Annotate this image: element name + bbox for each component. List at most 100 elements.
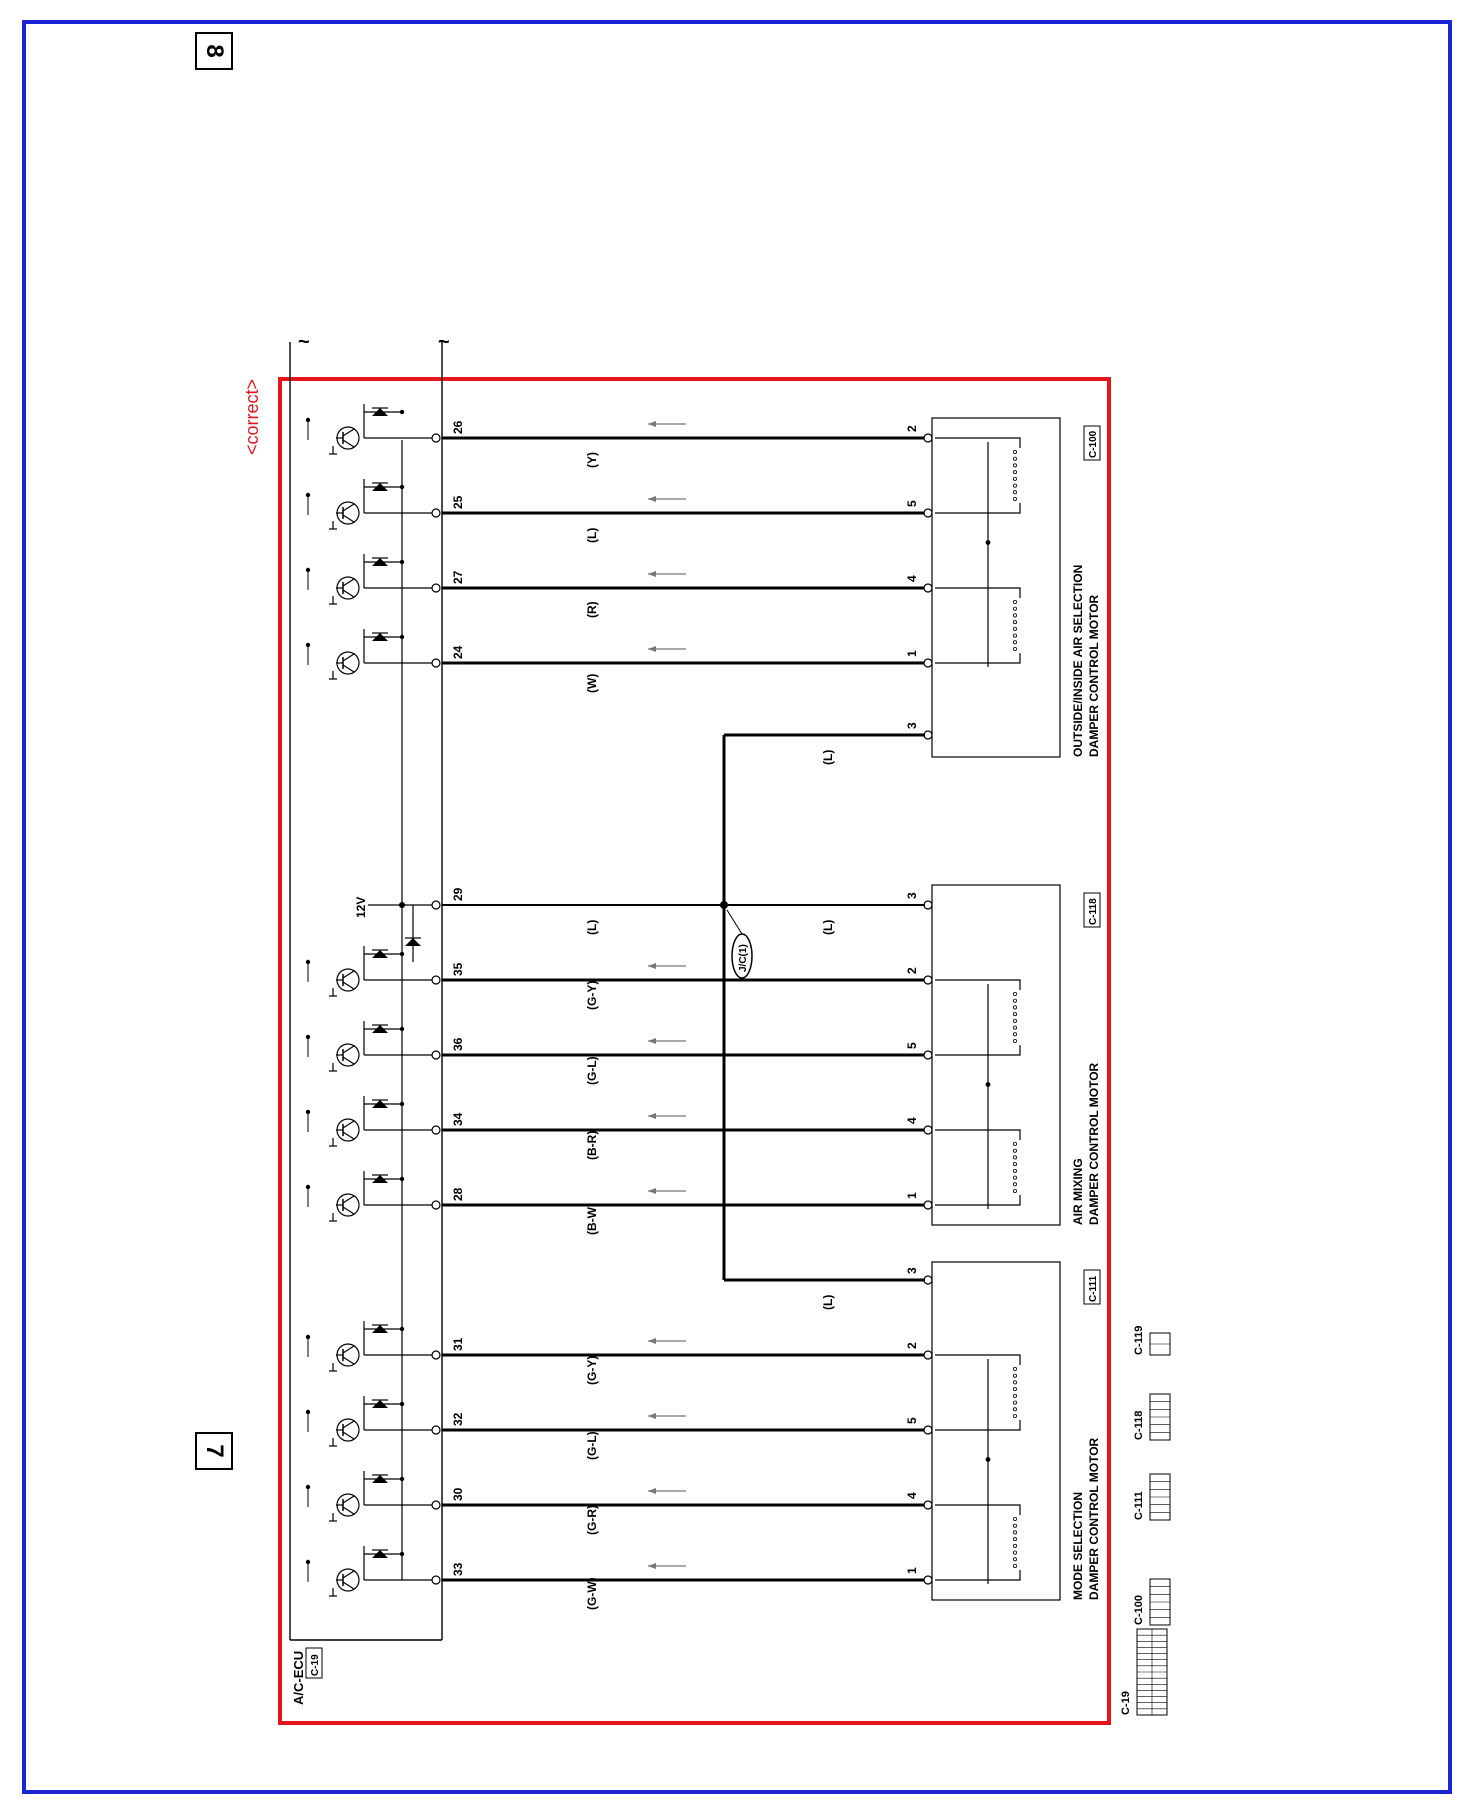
motor-name-line2: DAMPER CONTROL MOTOR: [1087, 1062, 1101, 1225]
motor-connector-box: [1083, 892, 1101, 928]
common-wire-color: (L): [821, 920, 835, 935]
wire-color-code: (B-W): [585, 1203, 599, 1235]
driver-transistor-stage: [305, 1396, 441, 1447]
wire-color-code: (G-Y): [585, 1356, 599, 1385]
ecu-pin-number: 25: [451, 495, 465, 509]
motor-pin-number: 4: [905, 575, 919, 582]
ecu-pin-number: 32: [451, 1412, 465, 1426]
motor-connector-box: [1083, 425, 1101, 461]
legend-connector-label: C-118: [1133, 1411, 1145, 1440]
motor-terminal: [923, 433, 933, 443]
ecu-terminal: [431, 583, 441, 593]
wire-color-code: (L): [585, 528, 599, 543]
driver-transistor-stage: [305, 1171, 441, 1222]
driver-transistor-stage: [305, 404, 441, 455]
motor-terminal: [923, 900, 933, 910]
supply-voltage-label: 12V: [354, 897, 368, 918]
motor-connector-label: C-100: [1088, 430, 1099, 458]
motor-coil: [935, 1504, 1021, 1581]
motor-pin-number: 5: [905, 1042, 919, 1049]
motor-terminal: [923, 583, 933, 593]
motor-terminal: [923, 1575, 933, 1585]
motor-terminal: [923, 1350, 933, 1360]
motor-pin-number: 5: [905, 500, 919, 507]
driver-transistor-stage: [305, 1471, 441, 1522]
common-wire-color: (L): [821, 1295, 835, 1310]
motor-pin-number: 1: [905, 1567, 919, 1574]
legend-connector-label: C-19: [1120, 1691, 1132, 1715]
motor-terminal: [923, 730, 933, 740]
motor-box: [931, 417, 1061, 758]
legend-connector-label: C-111: [1133, 1491, 1145, 1520]
motor-terminal: [923, 1050, 933, 1060]
svg-text:~: ~: [298, 331, 310, 353]
motor-terminal: [923, 975, 933, 985]
motor-terminal: [923, 1125, 933, 1135]
ecu-pin-number: 28: [451, 1187, 465, 1201]
common-wire-color: (L): [585, 920, 599, 935]
motor-pin-number: 5: [905, 1417, 919, 1424]
wire-color-code: (R): [585, 601, 599, 618]
ecu-terminal: [431, 433, 441, 443]
legend-connector-label: C-100: [1133, 1595, 1145, 1625]
splice-label: J/C(1): [738, 944, 749, 972]
motor-box: [931, 1261, 1061, 1601]
wire-color-code: (G-R): [585, 1505, 599, 1535]
motor-common-pin: 3: [905, 722, 919, 729]
motor-terminal: [923, 658, 933, 668]
ecu-terminal: [431, 1350, 441, 1360]
common-wire-color: (L): [821, 750, 835, 765]
ecu-pin-number: 34: [451, 1112, 465, 1126]
wire-color-code: (W): [585, 674, 599, 693]
driver-transistor-stage: [305, 1021, 441, 1072]
driver-transistor-stage: [305, 479, 441, 530]
driver-transistor-stage: [305, 946, 441, 997]
motor-terminal: [923, 1500, 933, 1510]
ecu-terminal: [431, 1500, 441, 1510]
motor-terminal: [923, 1200, 933, 1210]
motor-terminal: [923, 1275, 933, 1285]
motor-terminal: [923, 508, 933, 518]
motor-coil: [935, 437, 1021, 514]
motor-pin-number: 2: [905, 1342, 919, 1349]
ecu-pin-number: 27: [451, 570, 465, 584]
motor-name-line1: MODE SELECTION: [1071, 1492, 1085, 1600]
motor-name-line2: DAMPER CONTROL MOTOR: [1087, 594, 1101, 757]
ecu-terminal: [431, 1125, 441, 1135]
svg-text:~: ~: [438, 331, 450, 353]
legend-connector-label: C-119: [1133, 1326, 1145, 1355]
correct-highlight-box: [278, 377, 1111, 1725]
motor-pin-number: 1: [905, 1192, 919, 1199]
motor-pin-number: 4: [905, 1117, 919, 1124]
ecu-pin-number: 36: [451, 1037, 465, 1051]
ecu-terminal: [431, 658, 441, 668]
motor-pin-number: 2: [905, 967, 919, 974]
connector-legend-item: C-119: [1133, 1326, 1171, 1356]
motor-name-line1: AIR MIXING: [1071, 1158, 1085, 1225]
motor-terminal: [923, 1425, 933, 1435]
ecu-terminal: [431, 900, 441, 910]
ecu-pin-number: 24: [451, 645, 465, 659]
motor-common-pin: 3: [905, 892, 919, 899]
ecu-terminal: [431, 1050, 441, 1060]
wire-color-code: (G-L): [585, 1431, 599, 1460]
motor-common-pin: 3: [905, 1267, 919, 1274]
motor-connector-label: C-118: [1088, 898, 1099, 925]
ecu-terminal: [431, 975, 441, 985]
motor-connector-label: C-111: [1088, 1275, 1099, 1302]
wire-color-code: (B-R): [585, 1131, 599, 1160]
ecu-connector: C-19: [310, 1654, 321, 1676]
motor-name-line2: DAMPER CONTROL MOTOR: [1087, 1437, 1101, 1600]
wire-color-code: (Y): [585, 452, 599, 468]
ecu-terminal: [431, 1575, 441, 1585]
ecu-terminal: [431, 1425, 441, 1435]
motor-coil: [935, 1129, 1021, 1206]
connector-legend-item: C-100: [1133, 1578, 1171, 1626]
connector-legend-item: C-118: [1133, 1393, 1171, 1441]
page-frame: [22, 20, 1452, 1794]
motor-pin-number: 2: [905, 425, 919, 432]
